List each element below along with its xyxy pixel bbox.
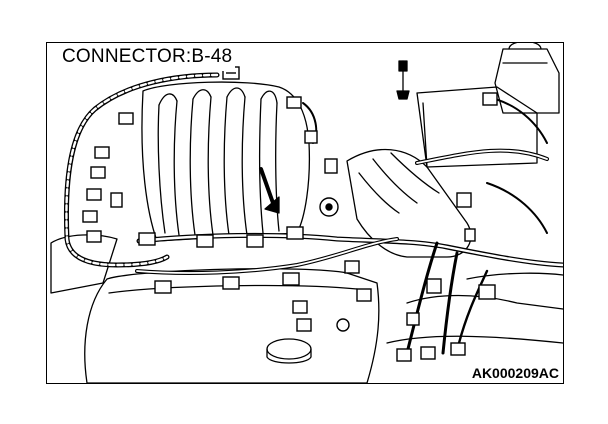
connector bbox=[396, 348, 412, 362]
connector bbox=[406, 312, 420, 326]
connector bbox=[296, 318, 312, 332]
connector bbox=[94, 146, 110, 159]
connector bbox=[90, 166, 106, 179]
intake-runner-2 bbox=[189, 98, 196, 236]
intake-manifold bbox=[141, 81, 311, 242]
connector bbox=[110, 192, 123, 208]
connector bbox=[246, 234, 264, 248]
connector bbox=[222, 276, 240, 290]
connector bbox=[86, 188, 102, 201]
engine-block bbox=[84, 268, 380, 383]
connector bbox=[86, 230, 102, 243]
oil-cap bbox=[266, 338, 312, 360]
connector bbox=[196, 234, 214, 248]
intake-runner-3 bbox=[223, 96, 230, 236]
connector bbox=[426, 278, 442, 294]
connector bbox=[324, 158, 338, 174]
connector bbox=[464, 228, 476, 242]
connector bbox=[456, 192, 472, 208]
figure-code: AK000209AC bbox=[469, 364, 561, 382]
connector bbox=[482, 92, 498, 106]
connector bbox=[292, 300, 308, 314]
connector bbox=[304, 130, 318, 144]
sensor bbox=[319, 197, 339, 217]
connector bbox=[420, 346, 436, 360]
intake-runner-4 bbox=[259, 98, 264, 234]
connector bbox=[356, 288, 372, 302]
connector bbox=[450, 342, 466, 356]
connector bbox=[478, 284, 496, 300]
reservoir bbox=[494, 48, 560, 114]
intake-runner-1 bbox=[157, 104, 166, 234]
connector bbox=[286, 96, 302, 109]
connector-title: CONNECTOR:B-48 bbox=[59, 43, 236, 71]
relay-box bbox=[416, 86, 538, 168]
connector bbox=[118, 112, 134, 125]
connector bbox=[286, 226, 304, 240]
connector bbox=[344, 260, 360, 274]
arrow-indicator bbox=[259, 167, 275, 205]
connector bbox=[82, 210, 98, 223]
connector bbox=[282, 272, 300, 286]
engine-bay-illustration bbox=[50, 43, 563, 383]
diagram-frame: CONNECTOR:B-48 AK000209AC bbox=[46, 42, 564, 384]
connector bbox=[138, 232, 156, 246]
connector bbox=[154, 280, 172, 294]
ground-terminal bbox=[336, 318, 350, 332]
